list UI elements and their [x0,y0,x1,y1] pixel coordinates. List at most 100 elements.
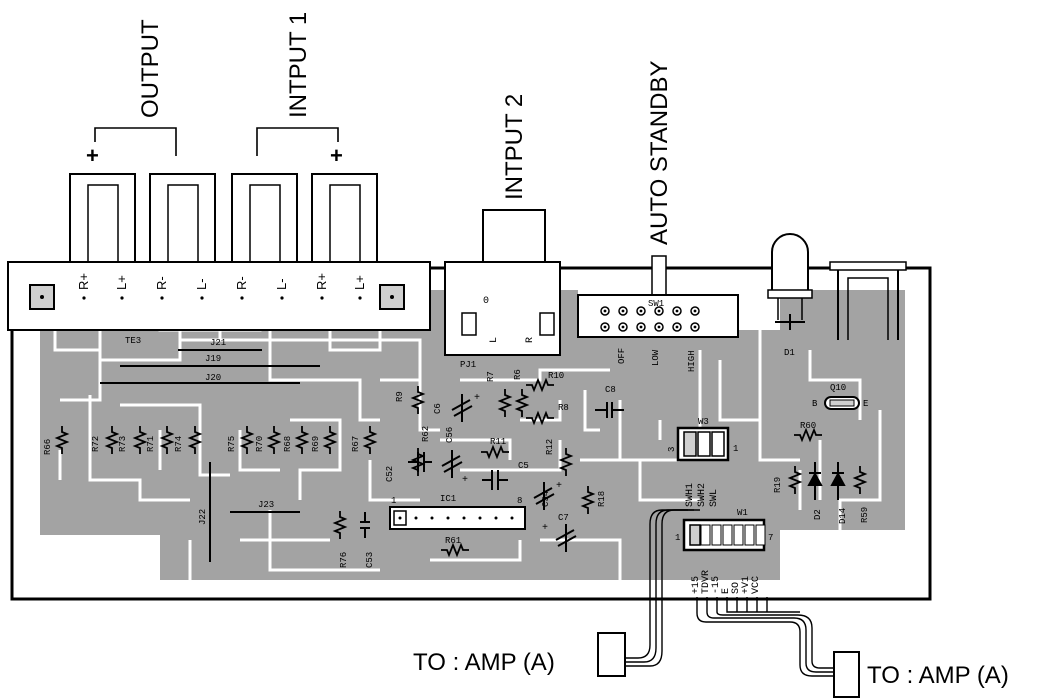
r6-designator: R6 [513,369,523,380]
speaker-connector-slots [87,184,361,262]
input1-label: INTPUT 1 [285,12,312,118]
svg-text:+: + [462,475,468,486]
terminal-label: R+ [76,273,91,290]
d2-designator: D2 [813,509,823,520]
cable-left-plug [597,632,626,677]
r18-designator: R18 [597,491,607,507]
d14-designator: D14 [838,508,848,524]
j22-designator: J22 [198,509,208,525]
w1-pin-first: 1 [675,533,680,543]
w3-pin-first: 3 [667,447,677,452]
r8-designator: R8 [558,403,569,413]
r71-designator: R71 [146,436,156,452]
r11-designator: R11 [490,437,506,447]
jack-pin-right: R [525,337,536,343]
terminal-labels: R+L+R-L-R-L-R+L+ [76,273,367,300]
w3-pin-last: 1 [733,444,738,454]
te3-designator: TE3 [125,336,141,346]
sw1-pins [600,306,700,332]
w3-pin-name: SWH1 [685,483,696,507]
c8-designator: C8 [605,385,616,395]
r68-designator: R68 [283,436,293,452]
q10-e-designator: E [863,399,868,409]
r67-designator: R67 [351,436,361,452]
diode-symbols [807,462,846,500]
svg-text:+: + [556,481,562,492]
ic1-pin8-designator: 8 [517,496,522,506]
r74-designator: R74 [174,436,184,452]
terminal-label: R- [154,276,169,290]
w1-label: W1 [737,508,748,518]
c53-designator: C53 [365,552,375,568]
svg-text:+: + [474,393,480,404]
w1-pin-name: +V1 [741,576,752,594]
cable-right [696,597,834,677]
ic1-pin1-designator: 1 [391,496,396,506]
input1-bracket [256,127,339,156]
sw1-position-label: OFF [617,348,627,364]
terminal-block [7,261,431,331]
r70-designator: R70 [255,436,265,452]
terminal-label: L+ [114,275,129,290]
c7-designator: C7 [558,513,569,523]
jack-zero-mark: 0 [483,296,489,307]
j19-designator: J19 [205,354,221,364]
svg-text:+: + [542,523,548,534]
j20-designator: J20 [205,373,221,383]
w1-pin-name: -15 [711,576,722,594]
sw1-position-label: LOW [651,349,661,366]
w1-pin-name: SO [731,582,742,594]
sw1-actuator [651,255,667,297]
to-amp-left-label: TO : AMP (A) [413,649,555,676]
w1-pin-name: VCC [751,576,762,594]
r75-designator: R75 [227,436,237,452]
r62-designator: R62 [421,426,431,442]
r73-designator: R73 [118,436,128,452]
r12-designator: R12 [545,439,555,455]
r7-designator: R7 [486,371,496,382]
output-label: OUTPUT [137,19,164,118]
r72-designator: R72 [91,436,101,452]
r76-designator: R76 [339,552,349,568]
r59-designator: R59 [860,507,870,523]
to-amp-right-label: TO : AMP (A) [867,662,1009,689]
w1-slots [700,524,766,546]
ic1-pins [398,516,514,520]
input2-jack-body [482,209,546,262]
r61-designator: R61 [445,536,461,546]
terminal-label: R- [234,276,249,290]
electrolytic-caps [441,394,577,552]
r66-designator: R66 [43,439,53,455]
w3-pin-name: SWH2 [697,483,708,507]
terminal-label: L- [274,278,289,290]
input2-label: INTPUT 2 [501,94,528,200]
cable-left [625,509,700,667]
q10-designator: Q10 [830,383,846,393]
q10-b-designator: B [812,399,818,409]
output-plus-sign: + [86,143,99,168]
ic1-designator: IC1 [440,494,456,504]
w1-pin-name: +15 [691,576,702,594]
c54-designator: C54 [541,491,551,507]
w1-pin-name: TDVR [701,570,712,594]
sw1-positions: OFF LOW HIGH [617,348,697,372]
sw1-label: SW1 [648,299,664,309]
ic1-chip [389,506,526,530]
w3-label: W3 [698,417,709,427]
r60-designator: R60 [800,421,816,431]
d1-designator: D1 [784,348,795,358]
input1-plus-sign: + [330,143,343,168]
terminal-label: L+ [352,275,367,290]
sw1-position-label: HIGH [687,350,697,372]
w3-pin-name: SWL [709,489,720,507]
terminal-label: R+ [314,273,329,290]
capacitor-symbols [360,402,624,538]
r9-designator: R9 [395,391,405,402]
c5-designator: C5 [518,461,529,471]
jack-pin-left: L [489,337,500,343]
r19-designator: R19 [773,477,783,493]
d1-led [771,233,809,293]
